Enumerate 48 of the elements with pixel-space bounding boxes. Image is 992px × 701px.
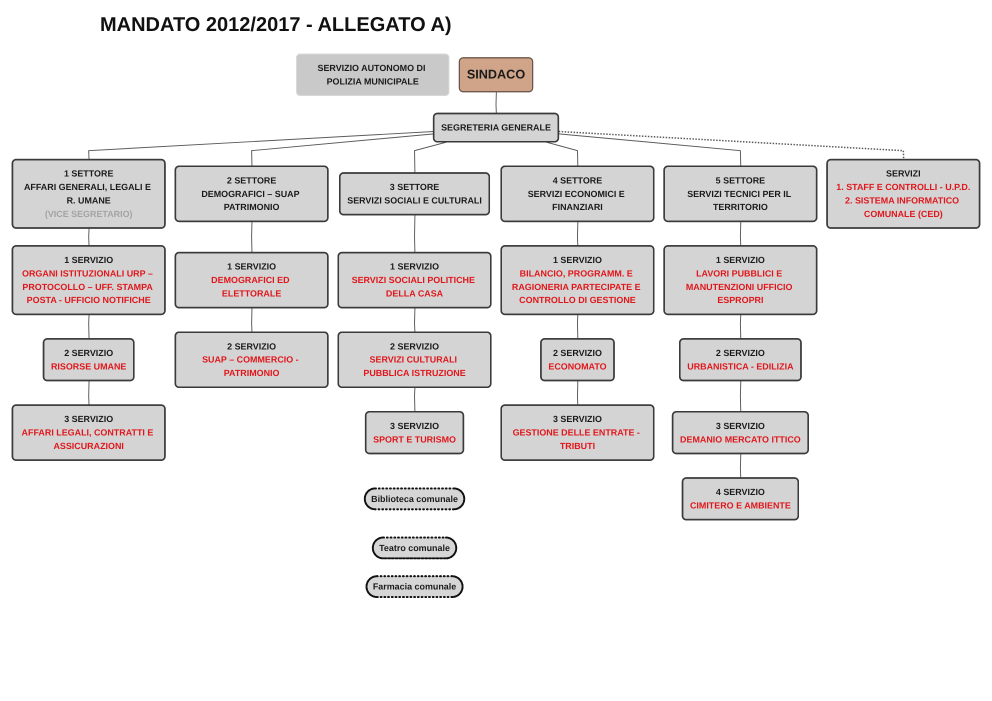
connector — [88, 380, 90, 406]
unit-box: 2 SERVIZIO URBANISTICA - EDILIZIA — [679, 338, 802, 382]
unit-box: 1 SERVIZIO BILANCIO, PROGRAMM. E RAGIONERIA PARTECIPATE E CONTROLLO DI GESTIONE — [500, 245, 654, 316]
connector — [740, 453, 742, 479]
unit-box: 1 SERVIZIO DEMOGRAFICI ED ELETTORALE — [174, 252, 329, 308]
oval-node: Teatro comunale — [372, 536, 458, 560]
diagram-title: MANDATO 2012/2017 - ALLEGATO A) — [100, 14, 452, 37]
unit-box: 3 SETTORE SERVIZI SOCIALI E CULTURALI — [339, 172, 490, 216]
connector — [558, 130, 904, 160]
oval-node: Farmacia comunale — [366, 575, 464, 598]
connector — [251, 308, 252, 334]
unit-box: 2 SERVIZIO RISORSE UMANE — [42, 338, 135, 382]
connector — [740, 380, 742, 413]
unit-box: 3 SERVIZIO AFFARI LEGALI, CONTRATTI E ASSICURAZIONI — [12, 404, 166, 461]
connector — [546, 142, 578, 168]
connector — [88, 131, 435, 160]
unit-box: 1 SERVIZIO SERVIZI SOCIALI POLITICHE DELLA CASA — [338, 252, 492, 308]
unit-box: SINDACO — [458, 57, 534, 92]
unit-box: 3 SERVIZIO DEMANIO MERCATO ITTICO — [672, 411, 809, 454]
unit-box: SERVIZIO AUTONOMO DI POLIZIA MUNICIPALE — [296, 54, 450, 96]
unit-box: 2 SETTORE DEMOGRAFICI – SUAP PATRIMONIO — [174, 166, 329, 222]
unit-box: 5 SETTORE SERVIZI TECNICI PER IL TERRITORIO — [663, 166, 818, 222]
connector — [88, 314, 90, 340]
unit-box: 4 SETTORE SERVIZI ECONOMICI E FINANZIARI — [500, 166, 654, 222]
unit-box: 3 SERVIZIO GESTIONE DELLE ENTRATE - TRIBUTI — [500, 404, 654, 461]
unit-box: 2 SERVIZIO ECONOMATO — [540, 338, 615, 382]
unit-box: SEGRETERIA GENERALE — [432, 112, 560, 142]
unit-box: 1 SERVIZIO ORGANI ISTITUZIONALI URP – PROTOCOLLO – UFF. STAMPA POSTA - UFFICIO NOTIFICHE — [12, 245, 166, 316]
unit-box: 3 SERVIZIO SPORT E TURISMO — [364, 411, 464, 454]
connector — [496, 92, 497, 114]
connector — [576, 221, 578, 247]
unit-box: 1 SERVIZIO LAVORI PUBBLICI E MANUTENZIONI UFFICIO ESPROPRI — [663, 245, 818, 316]
connector — [251, 133, 435, 168]
connector — [414, 214, 416, 254]
connector — [740, 314, 742, 340]
connector — [88, 228, 90, 247]
oval-node: Biblioteca comunale — [364, 488, 466, 510]
connector — [576, 380, 578, 406]
unit-box: 2 SERVIZIO SERVIZI CULTURALI PUBBLICA ISTRUZIONE — [338, 331, 492, 388]
connector — [576, 314, 578, 340]
unit-box: 2 SERVIZIO SUAP – COMMERCIO - PATRIMONIO — [174, 331, 329, 388]
unit-box: 4 SERVIZIO CIMITERO E AMBIENTE — [682, 477, 799, 520]
connector — [251, 221, 252, 254]
unit-box: SERVIZI 1. STAFF E CONTROLLI - U.P.D. 2. SISTEMA INFORMATICO COMUNALE (CED) — [826, 158, 980, 229]
connector — [414, 308, 416, 334]
connector — [414, 387, 416, 413]
connector — [740, 221, 742, 247]
connector — [558, 133, 742, 168]
